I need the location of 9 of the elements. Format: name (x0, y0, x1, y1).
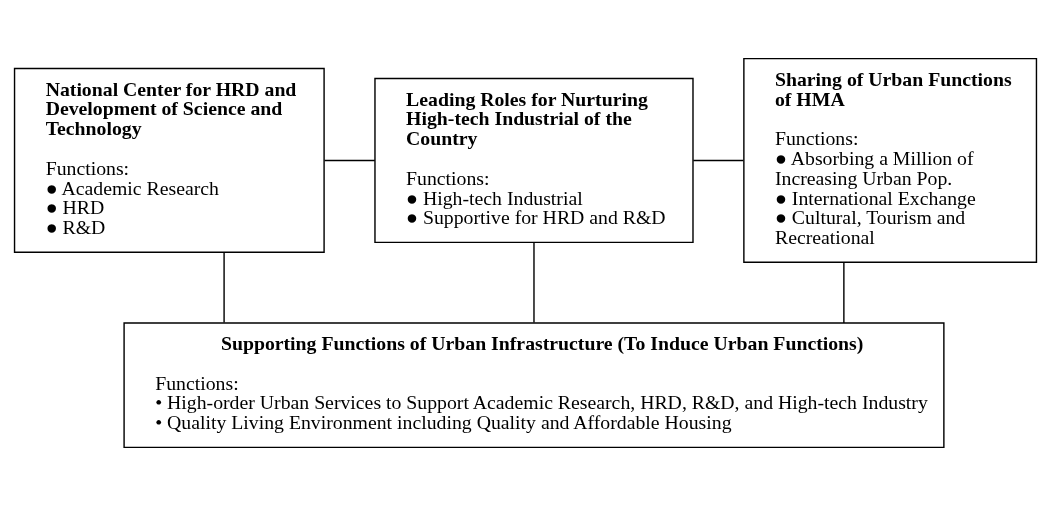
connector (692, 159, 745, 162)
connector (223, 251, 225, 324)
node-box: Supporting Functions of Urban Infrastructure (To Induce Urban Functions) Functions: • High-order Urban Services to Support Academic Research, HRD, R&D, and High-tech Industry • Quality Living Environment including Quality and Affordable Housing (123, 322, 945, 449)
connector (533, 242, 535, 324)
connector (843, 261, 845, 324)
node-box: National Center for HRD and Development of Science and Technology Functions: ● Academic Research ● HRD ● R&D (13, 67, 325, 253)
connector (323, 159, 376, 162)
node-box: Leading Roles for Nurturing High-tech Industrial of the Country Functions: ● High-tech Industrial ● Supportive for HRD and R&D (374, 77, 694, 244)
node-box: Sharing of Urban Functions of HMA Functions: ● Absorbing a Million of Increasing Urban Pop. ● International Exchange ● Cultural, Tourism and Recreational (743, 57, 1038, 263)
